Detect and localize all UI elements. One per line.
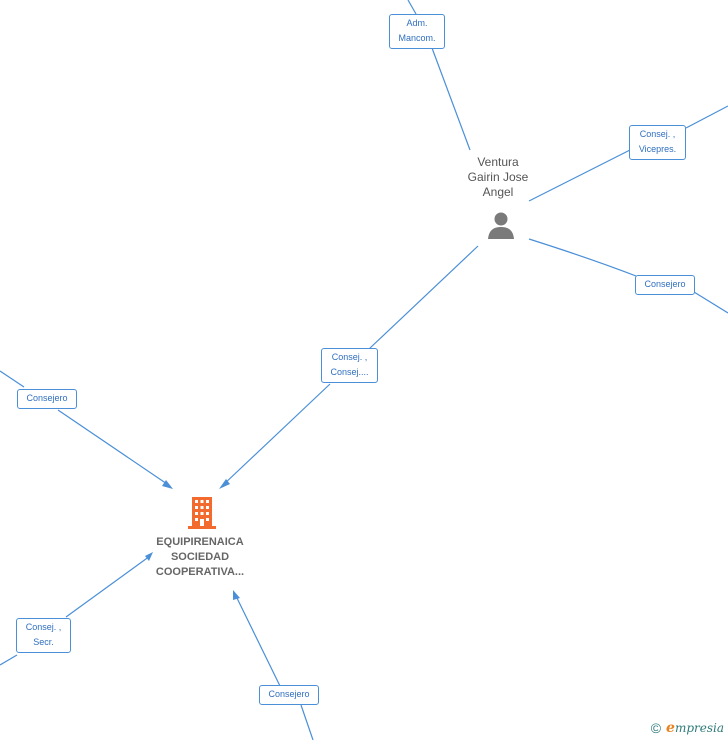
edge-consej-consej <box>221 245 479 487</box>
arrowhead <box>145 552 153 561</box>
edge-vicepres <box>528 105 728 202</box>
edge-label-consejero-bottom[interactable]: Consejero <box>259 685 319 705</box>
brand-text: mpresia <box>674 721 724 735</box>
edge-consej-secr <box>0 555 151 666</box>
person-name[interactable]: Ventura Gairin Jose Angel <box>448 155 548 200</box>
footer-brand: © empresia <box>651 720 724 736</box>
edge-label-line: Consejero <box>268 689 310 699</box>
edge-consejero-bottom <box>234 593 314 740</box>
edge-label-line: Consej. , <box>25 622 62 632</box>
edge-label-line: Consejero <box>644 279 686 289</box>
edge-label-line: Consej. , <box>331 352 368 362</box>
edge-label-adm-mancom[interactable]: Adm. Mancom. <box>389 14 445 49</box>
person-name-line: Gairin Jose <box>467 170 529 184</box>
company-name[interactable]: EQUIPIRENAICA SOCIEDAD COOPERATIVA... <box>130 535 270 580</box>
person-name-line: Angel <box>482 185 514 199</box>
arrowhead <box>162 480 173 489</box>
edge-label-line: Mancom. <box>398 33 436 43</box>
edge-consejero-right <box>528 238 728 314</box>
edge-label-line: Consejero <box>26 393 68 403</box>
arrowhead <box>219 479 230 489</box>
copyright-icon: © <box>650 720 662 736</box>
brand-logo[interactable]: empresia <box>666 720 724 736</box>
edge-label-consej-secr[interactable]: Consej. , Secr. <box>16 618 71 653</box>
brand-initial: e <box>666 720 675 736</box>
company-name-line: SOCIEDAD <box>170 551 230 563</box>
edge-label-line: Adm. <box>406 18 428 28</box>
company-name-line: COOPERATIVA... <box>155 566 245 578</box>
edge-label-consej-consej[interactable]: Consej. , Consej.... <box>321 348 378 383</box>
edge-label-line: Consej. , <box>639 129 676 139</box>
edge-label-vicepres[interactable]: Consej. , Vicepres. <box>629 125 686 160</box>
edge-label-consejero-right[interactable]: Consejero <box>635 275 695 295</box>
arrowhead <box>233 590 240 600</box>
edge-label-consejero-left[interactable]: Consejero <box>17 389 77 409</box>
edge-label-line: Secr. <box>33 637 54 647</box>
company-name-line: EQUIPIRENAICA <box>156 536 244 548</box>
edge-consejero-left <box>0 370 171 487</box>
edge-label-line: Vicepres. <box>638 144 677 154</box>
edge-label-line: Consej.... <box>330 367 369 377</box>
edge-adm-mancom <box>407 0 471 151</box>
building-icon[interactable] <box>186 496 218 530</box>
person-name-line: Ventura <box>477 155 519 169</box>
person-icon[interactable] <box>486 210 516 240</box>
